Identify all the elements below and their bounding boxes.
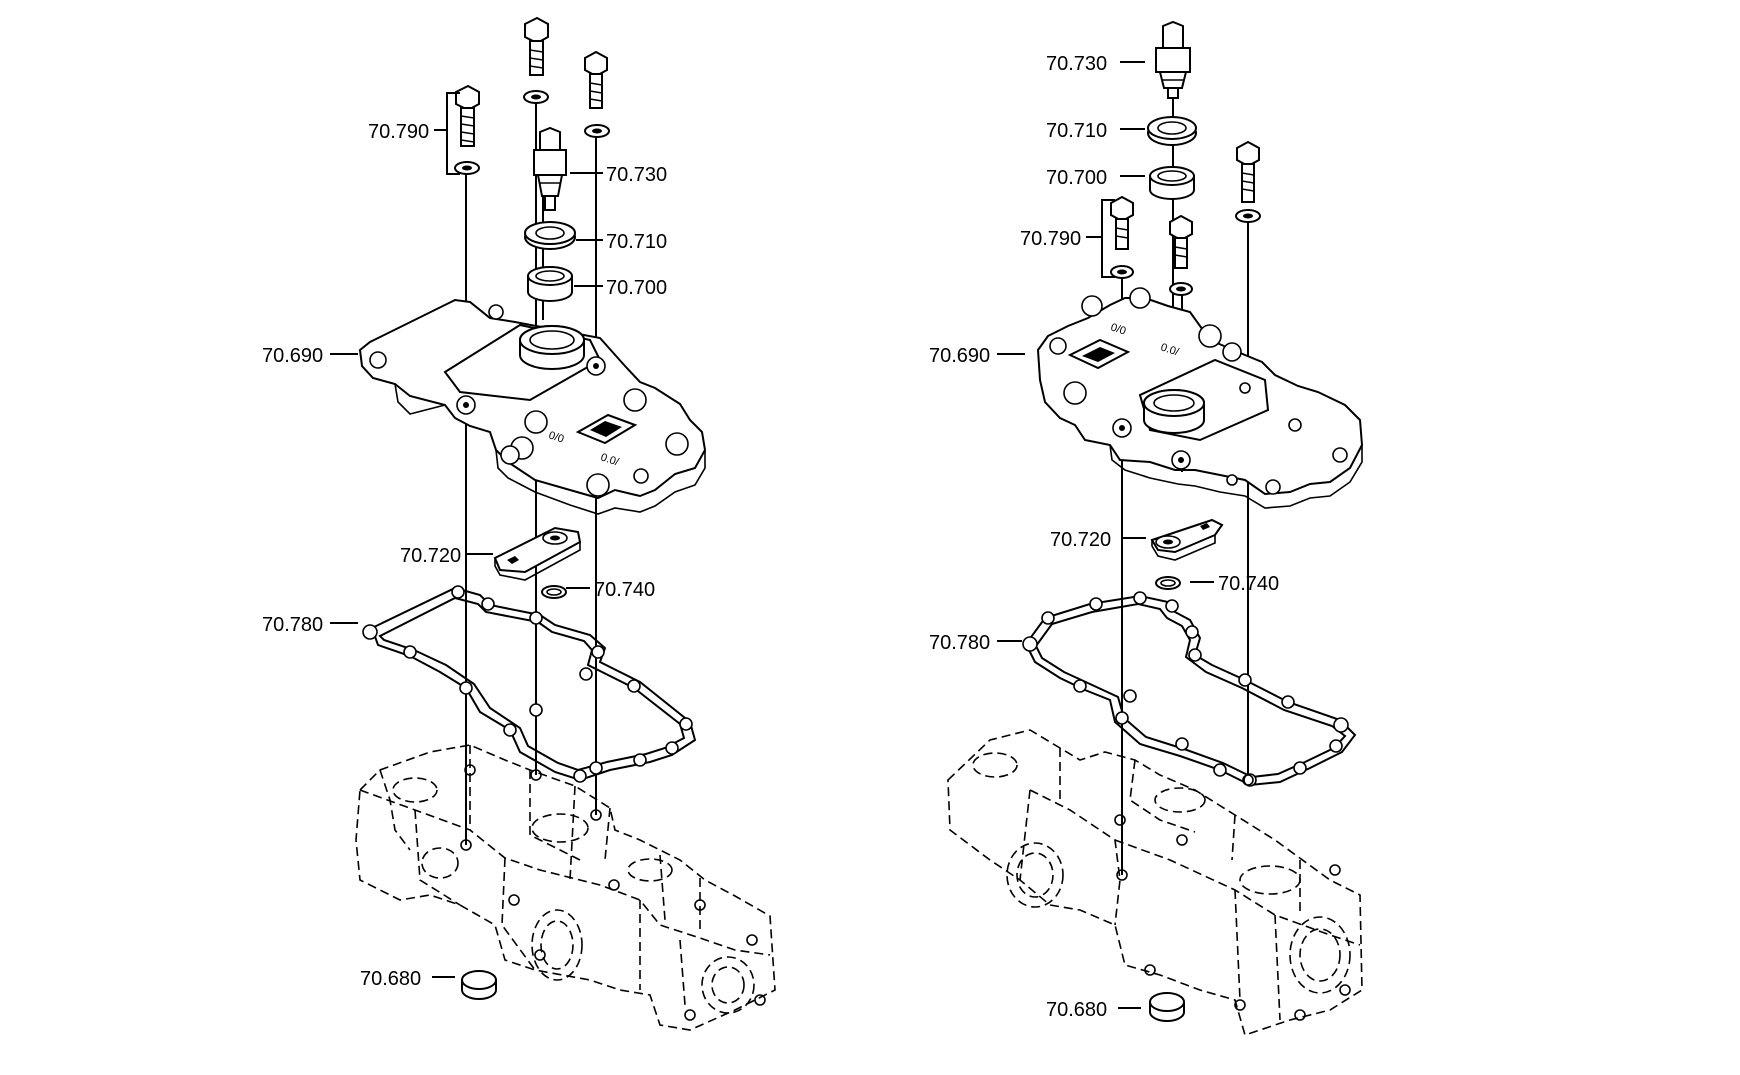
callout-70690-right: 70.690 [929, 345, 990, 367]
gasket-70780-right [1022, 591, 1357, 787]
cover-70690-right: 0/0 0.0/ [1036, 287, 1364, 509]
ring-70710-right [1147, 116, 1197, 146]
callout-70720-left: 70.720 [400, 545, 461, 567]
cover-marking-text-2-right: 0.0/ [1159, 341, 1181, 358]
callout-70790-right: 70.790 [1020, 228, 1081, 250]
callout-70700-left: 70.700 [606, 277, 667, 299]
callout-70680-left: 70.680 [360, 968, 421, 990]
oring-70740-right [1155, 576, 1181, 590]
housing-left [355, 744, 776, 1031]
bolt-top-middle-left [523, 16, 549, 104]
bolt-middle-right [1169, 214, 1193, 296]
callout-70700-right: 70.700 [1046, 167, 1107, 189]
bracket-70790-left [446, 92, 460, 175]
switch-70730-right [1155, 20, 1191, 99]
callout-70780-left: 70.780 [262, 614, 323, 636]
left-assembly: 0/0 0.0/ [262, 16, 776, 1031]
callout-70780-right: 70.780 [929, 632, 990, 654]
lever-70720-left [493, 526, 582, 581]
plug-70680-right [1149, 992, 1185, 1022]
left-leader-lines [330, 129, 603, 978]
callout-70730-right: 70.730 [1046, 53, 1107, 75]
callout-70740-right: 70.740 [1218, 573, 1279, 595]
bolt-far-right-right [1235, 140, 1261, 223]
bushing-70700-left [527, 266, 573, 302]
callout-70690-left: 70.690 [262, 345, 323, 367]
callout-70730-left: 70.730 [606, 164, 667, 186]
cover-marking-text-1: 0/0 [547, 429, 565, 445]
callout-70720-right: 70.720 [1050, 529, 1111, 551]
cover-marking-text-1-right: 0/0 [1109, 321, 1127, 337]
lever-70720-right [1150, 518, 1224, 561]
cover-70690-left: 0/0 0.0/ [358, 298, 707, 515]
bushing-70700-right [1149, 166, 1195, 200]
cover-marking-text-2: 0.0/ [599, 451, 621, 468]
callout-70740-left: 70.740 [594, 579, 655, 601]
oring-70740-left [541, 585, 567, 599]
callout-70680-right: 70.680 [1046, 999, 1107, 1021]
callout-70710-left: 70.710 [606, 231, 667, 253]
gasket-70780-left [362, 585, 697, 783]
right-assembly: 0/0 0.0/ [929, 20, 1364, 1037]
bracket-70790-right [1101, 199, 1115, 278]
bolt-70790-left [454, 84, 480, 175]
ring-70710-left [524, 221, 576, 250]
plug-70680-left [461, 970, 497, 1000]
bolt-top-right-left [584, 50, 610, 138]
callout-70790-left: 70.790 [368, 121, 429, 143]
bolt-70790-right [1110, 195, 1134, 279]
right-leader-lines [997, 61, 1214, 1009]
switch-70730-left [533, 126, 567, 211]
callout-70710-right: 70.710 [1046, 120, 1107, 142]
housing-right [947, 729, 1363, 1037]
